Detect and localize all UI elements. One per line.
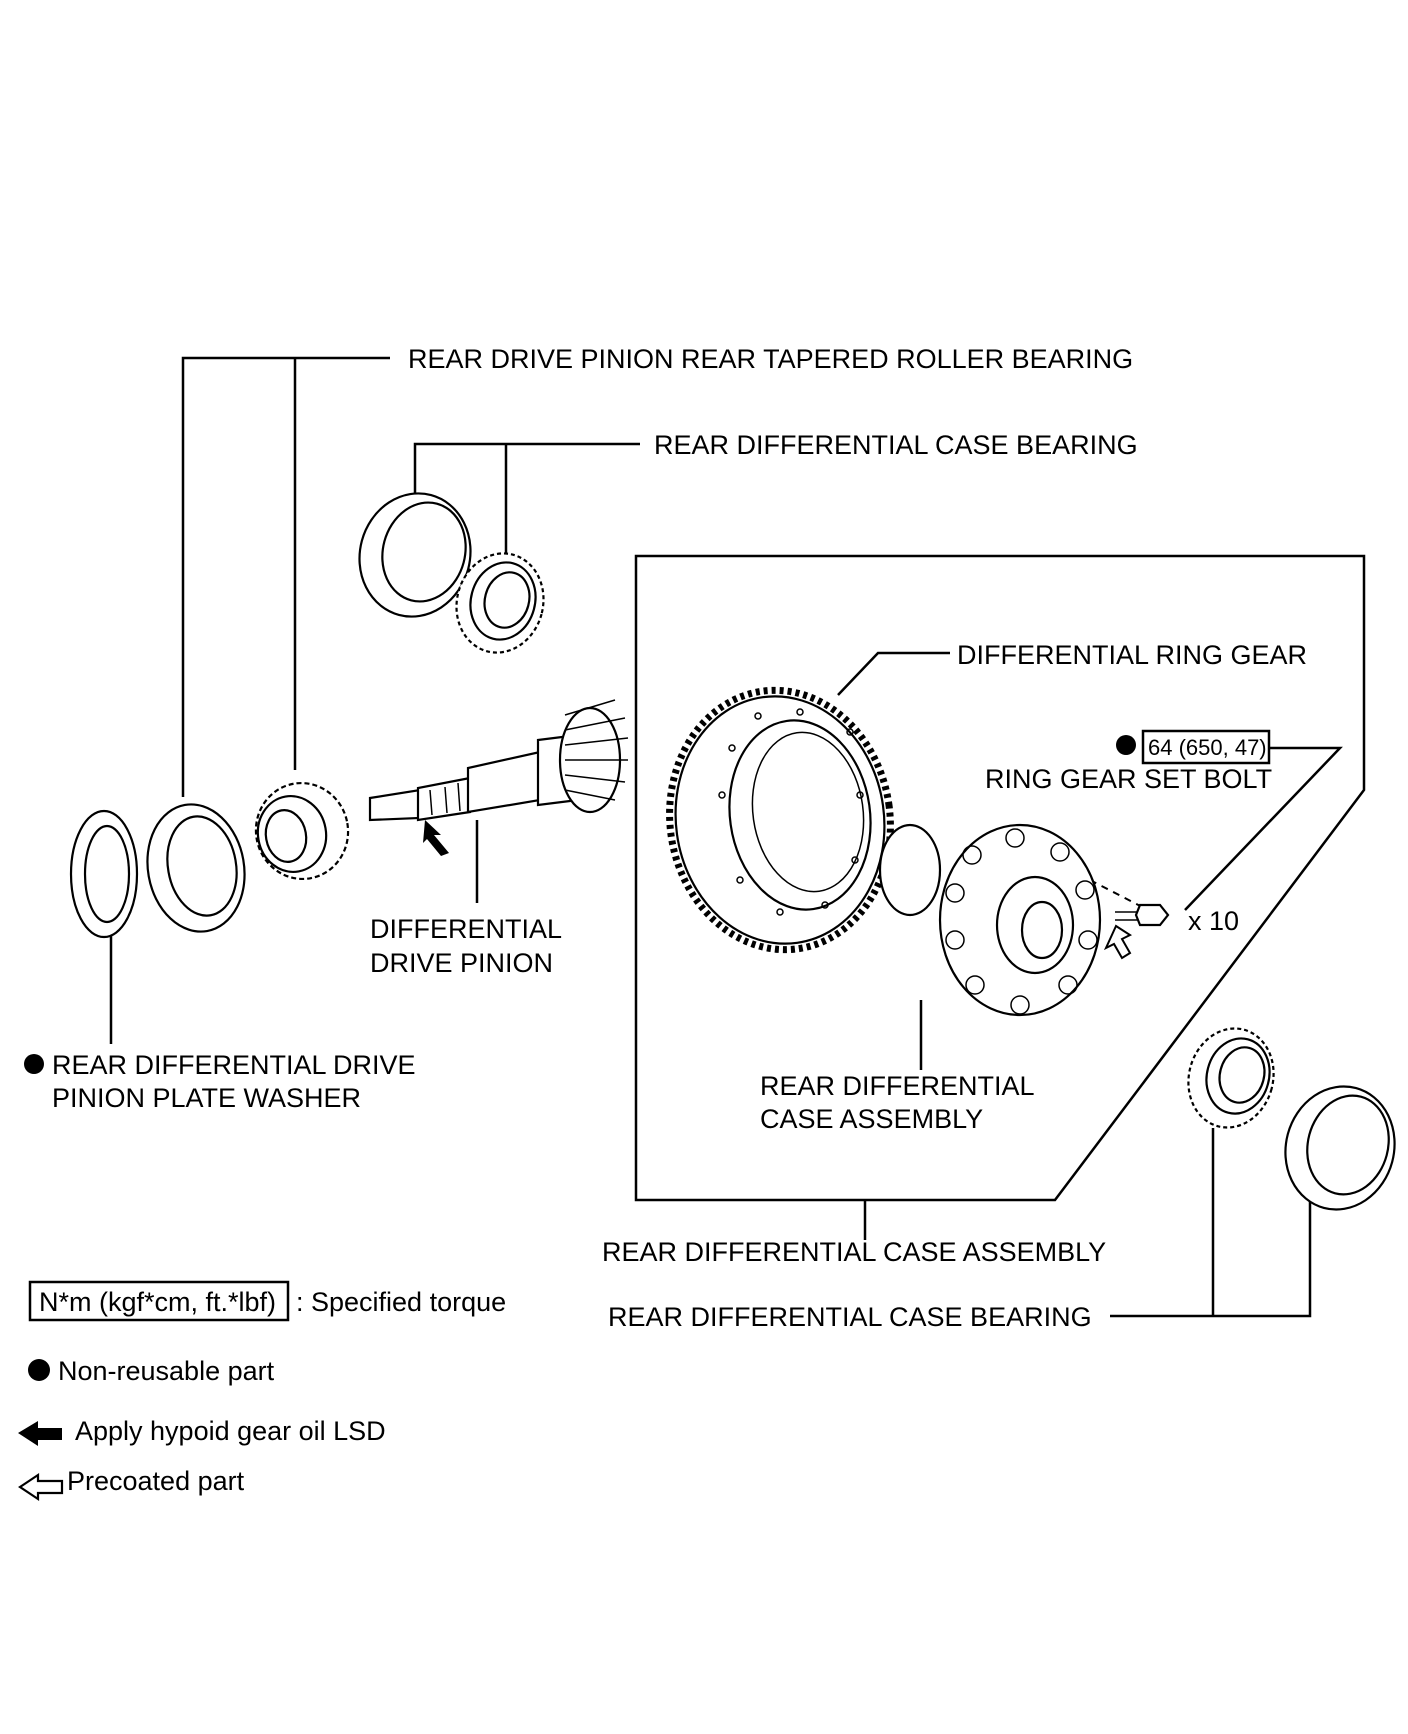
- non-reusable-dot-icon: [1116, 735, 1136, 755]
- precoated-arrow-icon-diagram: [1103, 924, 1133, 960]
- label-inner-case-1: REAR DIFFERENTIAL: [760, 1071, 1035, 1101]
- legend-non-reusable: Non-reusable part: [58, 1356, 275, 1386]
- pinion-roller-bearing: [254, 781, 350, 881]
- differential-case: [878, 823, 1102, 1017]
- leader-lines: [109, 356, 1366, 1318]
- pinion-bearing-race: [146, 803, 246, 933]
- apply-oil-arrow-icon: [423, 820, 449, 856]
- assembly-frame: [634, 554, 1366, 1202]
- label-case-bearing-bottom: REAR DIFFERENTIAL CASE BEARING: [608, 1302, 1092, 1332]
- label-bolt-qty: x 10: [1188, 906, 1239, 936]
- label-drive-pinion-2: DRIVE PINION: [370, 948, 553, 978]
- case-bearing-roller-bottom: [1187, 1027, 1275, 1129]
- legend-precoated: Precoated part: [67, 1466, 245, 1496]
- label-ring-gear-bolt: RING GEAR SET BOLT: [985, 764, 1272, 794]
- label-washer-2: PINION PLATE WASHER: [52, 1083, 361, 1113]
- outline-arrow-icon: [18, 1472, 64, 1502]
- label-washer-1: REAR DIFFERENTIAL DRIVE: [52, 1050, 416, 1080]
- non-reusable-dot-icon: [28, 1359, 50, 1381]
- ring-gear-set-bolt: [1115, 903, 1170, 927]
- ring-gear: [666, 686, 894, 954]
- case-bearing-race-top: [358, 492, 472, 618]
- legend-torque-units: N*m (kgf*cm, ft.*lbf): [39, 1287, 276, 1317]
- plate-washer: [69, 809, 139, 939]
- case-bearing-race-bottom: [1284, 1085, 1396, 1211]
- label-inner-case-2: CASE ASSEMBLY: [760, 1104, 983, 1134]
- label-case-bearing-top: REAR DIFFERENTIAL CASE BEARING: [654, 430, 1138, 460]
- label-case-assembly: REAR DIFFERENTIAL CASE ASSEMBLY: [602, 1237, 1106, 1267]
- legend: N*m (kgf*cm, ft.*lbf) : Specified torque…: [18, 1280, 506, 1502]
- drive-pinion: [368, 699, 629, 822]
- case-bearing-roller-top: [455, 552, 545, 654]
- label-ring-gear: DIFFERENTIAL RING GEAR: [957, 640, 1307, 670]
- non-reusable-dot-icon: [24, 1054, 44, 1074]
- legend-torque-desc: : Specified torque: [296, 1287, 506, 1317]
- legend-apply-oil: Apply hypoid gear oil LSD: [75, 1416, 386, 1446]
- torque-box: [1141, 729, 1271, 765]
- label-drive-pinion-1: DIFFERENTIAL: [370, 914, 562, 944]
- label-rear-pinion-bearing: REAR DRIVE PINION REAR TAPERED ROLLER BE…: [408, 344, 1133, 374]
- torque-value: 64 (650, 47): [1148, 735, 1267, 760]
- legend-torque-box: [28, 1280, 290, 1322]
- solid-arrow-icon: [18, 1421, 62, 1446]
